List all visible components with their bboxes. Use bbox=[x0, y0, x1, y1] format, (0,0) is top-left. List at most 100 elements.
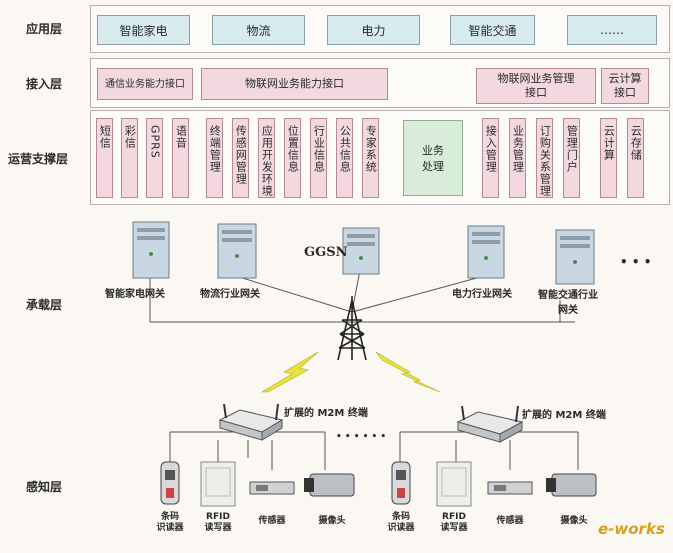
layer-label-perception: 感知层 bbox=[26, 480, 63, 494]
op-business-mgmt-label: 业务管理 bbox=[511, 125, 525, 173]
eworks-watermark: e-works bbox=[598, 520, 665, 538]
camera-icon bbox=[304, 473, 355, 497]
rfid-label-left: RFID 读写器 bbox=[196, 512, 240, 534]
op-sms: 短信 bbox=[96, 118, 113, 198]
iot-mgmt-label-1: 物联网业务管理 bbox=[497, 71, 575, 85]
cloud-interface: 云计算 接口 bbox=[601, 68, 649, 104]
server-traffic bbox=[555, 229, 595, 285]
server-logistics bbox=[217, 223, 257, 279]
gateway-power-label: 电力行业网关 bbox=[452, 289, 512, 300]
iot-service-interface: 物联网业务能力接口 bbox=[201, 68, 388, 100]
server-home bbox=[132, 221, 170, 279]
barcode-label-right: 条码 识读器 bbox=[383, 512, 419, 534]
op-location-info-label: 位置信息 bbox=[286, 125, 300, 173]
barcode-reader-icon bbox=[160, 461, 180, 505]
app-smart-appliance: 智能家电 bbox=[97, 15, 190, 45]
op-business-label-1: 业务 bbox=[422, 144, 444, 157]
op-gprs: GPRS bbox=[146, 118, 163, 198]
sensor-device-icon-2 bbox=[487, 481, 533, 495]
layer-label-bearer: 承载层 bbox=[26, 298, 63, 312]
layer-label-application: 应用层 bbox=[26, 22, 63, 36]
op-voice-label: 语音 bbox=[174, 125, 188, 149]
op-industry-info-label: 行业信息 bbox=[312, 125, 326, 173]
op-app-dev-env-label: 应用开发环境 bbox=[260, 125, 274, 197]
op-app-dev-env: 应用开发环境 bbox=[258, 118, 275, 198]
op-mms-label: 彩信 bbox=[123, 125, 137, 149]
lightning-right-icon bbox=[375, 351, 441, 393]
app-logistics: 物流 bbox=[212, 15, 305, 45]
barcode-label-right-2: 识读器 bbox=[387, 522, 415, 533]
router-right-icon bbox=[456, 405, 524, 443]
op-industry-info: 行业信息 bbox=[310, 118, 327, 198]
op-mgmt-portal: 管理门户 bbox=[563, 118, 580, 198]
camera-label-left: 摄像头 bbox=[318, 516, 346, 526]
op-subscription-mgmt: 订购关系管理 bbox=[536, 118, 553, 198]
op-access-mgmt: 接入管理 bbox=[482, 118, 499, 198]
barcode-label-left-1: 条码 bbox=[160, 512, 179, 522]
bearer-more-dots: • • • bbox=[620, 255, 652, 269]
gateway-traffic-label: 智能交通行业 网关 bbox=[538, 286, 598, 316]
rfid-label-right-2: 读写器 bbox=[440, 522, 468, 533]
barcode-label-left: 条码 识读器 bbox=[152, 512, 188, 534]
app-more: …… bbox=[567, 15, 657, 45]
op-mms: 彩信 bbox=[121, 118, 138, 198]
router-left-icon bbox=[218, 403, 284, 441]
sensor-label-right: 传感器 bbox=[496, 516, 524, 526]
op-business-mgmt: 业务管理 bbox=[509, 118, 526, 198]
op-cloud-compute-label: 云计算 bbox=[602, 125, 616, 161]
comm-service-interface: 通信业务能力接口 bbox=[97, 68, 193, 100]
op-sensor-mgmt: 传感网管理 bbox=[232, 118, 249, 198]
rfid-label-left-2: 读写器 bbox=[204, 522, 232, 533]
rfid-label-left-1: RFID bbox=[206, 512, 230, 522]
cell-tower-icon bbox=[337, 296, 367, 361]
server-power bbox=[467, 225, 505, 279]
op-sensor-mgmt-label: 传感网管理 bbox=[234, 125, 248, 185]
op-voice: 语音 bbox=[172, 118, 189, 198]
m2m-terminal-label-right: 扩展的 M2M 终端 bbox=[522, 410, 606, 421]
link-logistics-gateway bbox=[235, 275, 353, 313]
layer-label-operation: 运营支撑层 bbox=[8, 152, 69, 166]
rfid-label-right-1: RFID bbox=[442, 512, 466, 522]
op-public-info: 公共信息 bbox=[336, 118, 353, 198]
cloud-interface-label-1: 云计算 bbox=[608, 71, 642, 85]
gateway-traffic-label-1: 智能交通行业 bbox=[538, 290, 598, 301]
gateway-traffic-label-2: 网关 bbox=[558, 305, 578, 316]
perception-more-dots: • • • • • • bbox=[336, 432, 387, 442]
barcode-label-left-2: 识读器 bbox=[156, 522, 184, 533]
barcode-label-right-1: 条码 bbox=[391, 512, 410, 522]
barcode-reader-icon-2 bbox=[391, 461, 411, 505]
link-power-gateway bbox=[351, 275, 485, 313]
op-business-processing: 业务 处理 bbox=[403, 120, 463, 196]
lightning-left-icon bbox=[260, 351, 319, 393]
op-expert-system: 专家系统 bbox=[362, 118, 379, 198]
sensor-device-icon bbox=[249, 481, 295, 495]
camera-icon-2 bbox=[546, 473, 597, 497]
cloud-interface-label-2: 接口 bbox=[614, 86, 636, 99]
iot-mgmt-label-2: 接口 bbox=[525, 86, 547, 99]
op-terminal-mgmt: 终端管理 bbox=[206, 118, 223, 198]
op-sms-label: 短信 bbox=[98, 125, 112, 149]
op-cloud-storage-label: 云存储 bbox=[629, 125, 643, 161]
gateway-home-label: 智能家电网关 bbox=[105, 289, 165, 300]
app-smart-traffic: 智能交通 bbox=[450, 15, 535, 45]
m2m-terminal-label-left: 扩展的 M2M 终端 bbox=[284, 408, 368, 419]
sensor-label-left: 传感器 bbox=[258, 516, 286, 526]
gateway-logistics-label: 物流行业网关 bbox=[200, 289, 260, 300]
op-cloud-compute: 云计算 bbox=[600, 118, 617, 198]
iot-mgmt-interface: 物联网业务管理 接口 bbox=[476, 68, 596, 104]
op-terminal-mgmt-label: 终端管理 bbox=[208, 125, 222, 173]
rfid-reader-icon bbox=[200, 461, 236, 507]
op-cloud-storage: 云存储 bbox=[627, 118, 644, 198]
app-power: 电力 bbox=[327, 15, 420, 45]
camera-label-right: 摄像头 bbox=[560, 516, 588, 526]
op-location-info: 位置信息 bbox=[284, 118, 301, 198]
ggsn-label: GGSN bbox=[304, 245, 348, 260]
op-mgmt-portal-label: 管理门户 bbox=[565, 125, 579, 173]
op-expert-system-label: 专家系统 bbox=[364, 125, 378, 173]
rfid-reader-icon-2 bbox=[436, 461, 472, 507]
op-public-info-label: 公共信息 bbox=[338, 125, 352, 173]
op-business-label-2: 处理 bbox=[422, 160, 444, 173]
rfid-label-right: RFID 读写器 bbox=[432, 512, 476, 534]
layer-label-access: 接入层 bbox=[26, 77, 63, 91]
